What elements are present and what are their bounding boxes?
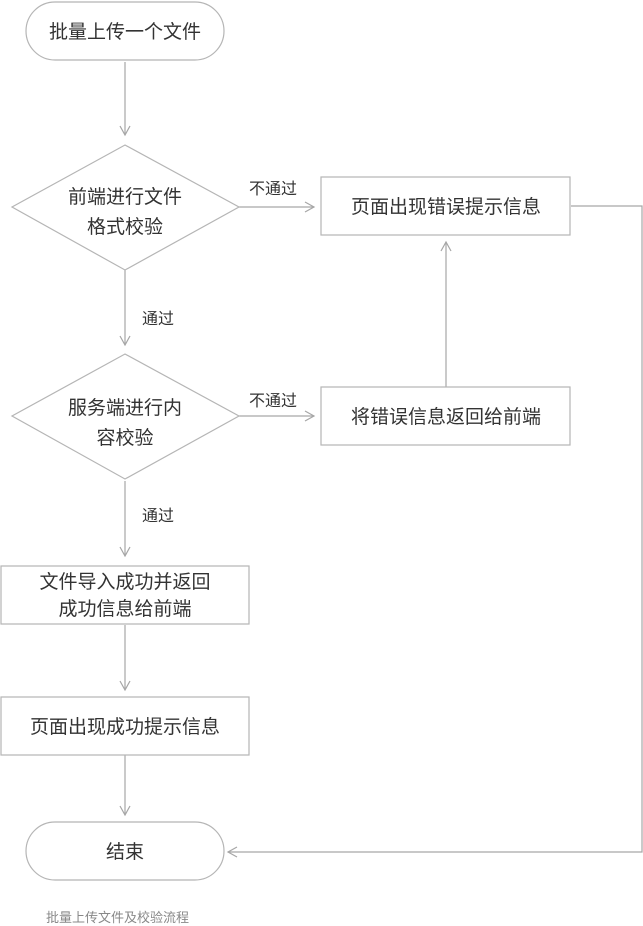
import-success-label-line1: 文件导入成功并返回: [39, 571, 210, 593]
edge-label-frontend-fail: 不通过: [249, 179, 297, 198]
node-end: 结束: [25, 821, 225, 881]
figure-caption: 批量上传文件及校验流程: [46, 910, 189, 926]
edge-label-frontend-pass: 通过: [142, 309, 174, 328]
frontend-check-label-line2: 格式校验: [87, 216, 163, 238]
start-label: 批量上传一个文件: [49, 21, 201, 43]
server-check-label-line1: 服务端进行内: [68, 397, 182, 419]
end-label: 结束: [106, 841, 144, 863]
edge-labels: 不通过 通过 不通过 通过: [142, 179, 297, 525]
end-terminal-shape: [25, 821, 225, 881]
node-success-page: 页面出现成功提示信息: [0, 696, 250, 756]
error-page-label: 页面出现错误提示信息: [351, 196, 541, 218]
success-page-label: 页面出现成功提示信息: [30, 716, 220, 738]
node-import-success: 文件导入成功并返回 成功信息给前端: [0, 565, 250, 625]
import-success-label-line2: 成功信息给前端: [58, 598, 191, 620]
edge-error-page-to-end: [226, 205, 643, 858]
frontend-check-diamond: [10, 144, 241, 271]
server-check-diamond: [10, 353, 241, 480]
node-frontend-check: 前端进行文件 格式校验: [10, 144, 241, 271]
node-return-error: 将错误信息返回给前端: [320, 386, 571, 446]
edge-label-server-fail: 不通过: [249, 391, 297, 410]
node-start: 批量上传一个文件: [25, 1, 225, 61]
frontend-check-label-line1: 前端进行文件: [68, 186, 182, 208]
node-server-check: 服务端进行内 容校验: [10, 353, 241, 480]
server-check-label-line2: 容校验: [96, 427, 153, 449]
return-error-box: [320, 386, 571, 446]
start-terminal-shape: [25, 1, 225, 61]
success-page-box: [0, 696, 250, 756]
edge-label-server-pass: 通过: [142, 506, 174, 525]
edges: [119, 62, 643, 858]
error-page-box: [320, 176, 571, 236]
return-error-label: 将错误信息返回给前端: [351, 406, 541, 428]
import-success-box: [0, 565, 250, 625]
node-error-page: 页面出现错误提示信息: [320, 176, 571, 236]
